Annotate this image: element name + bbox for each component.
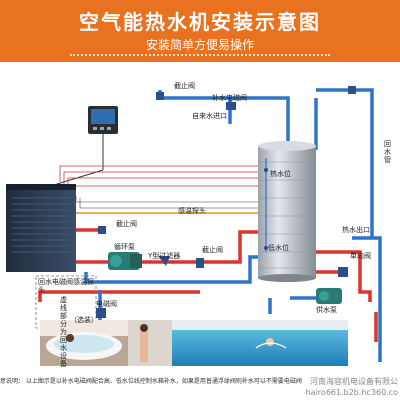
- hot-water-pipes: [38, 228, 378, 342]
- shower-photo: [128, 320, 172, 366]
- page-subtitle: 安装简单方便易操作: [145, 38, 254, 52]
- footer-note: 意说明： 以上图示是以补水电磁阀配合高、低水位线控制水箱补水，如果是用普通浮球阀…: [0, 378, 302, 385]
- label-circulation-pump: 循环泵: [114, 243, 135, 251]
- label-return-solenoid-probe: 回水电磁阀感温探头: [38, 278, 94, 294]
- watermark-company: 河南海容机电设备有限公: [310, 377, 398, 386]
- label-hot-outlet: 热水出口: [342, 226, 370, 234]
- label-supply-pump: 供水泵: [316, 306, 337, 314]
- label-y-filter: Y型过滤器: [148, 252, 181, 260]
- label-dashed-note: 虚线部分为回水设备: [60, 296, 67, 368]
- label-tap-inlet: 自来水进口: [192, 112, 227, 120]
- label-shutoff-valve-low: 截止阀: [202, 246, 223, 254]
- label-low-water-level: 低水位: [268, 244, 289, 252]
- circulation-pump-icon: [108, 252, 142, 270]
- pool-photo: [172, 320, 348, 366]
- y-filter-icon: [158, 256, 170, 266]
- valve-icon: [96, 86, 356, 318]
- supply-pump-icon: [316, 288, 342, 304]
- label-check-valve: 单向阀: [350, 252, 371, 260]
- bathtub-photo: [40, 320, 128, 366]
- controller-panel-icon: [88, 106, 118, 134]
- decorative-divider: [70, 54, 330, 58]
- header-banner: [0, 0, 400, 62]
- label-shutoff-valve-mid: 截止阀: [116, 220, 137, 228]
- label-shutoff-valve-top: 截止阀: [174, 82, 195, 90]
- label-optional: （选装）: [70, 316, 98, 324]
- page-title: 空气能热水机安装示意图: [79, 10, 321, 34]
- water-tank-icon: [258, 141, 316, 282]
- label-temp-probe: 感温探头: [178, 207, 206, 215]
- label-solenoid-valve: 电磁阀: [96, 300, 117, 308]
- signal-wires: [59, 165, 263, 194]
- watermark-url: hairo661.b2b.hc360.co: [305, 388, 398, 397]
- heat-pump-unit-icon: [6, 184, 76, 272]
- installation-diagram: [6, 86, 382, 366]
- label-return-pipe: 回水管: [384, 140, 391, 164]
- label-hot-water-level: 热水位: [270, 170, 291, 178]
- label-makeup-solenoid: 补水电磁阀: [212, 94, 247, 102]
